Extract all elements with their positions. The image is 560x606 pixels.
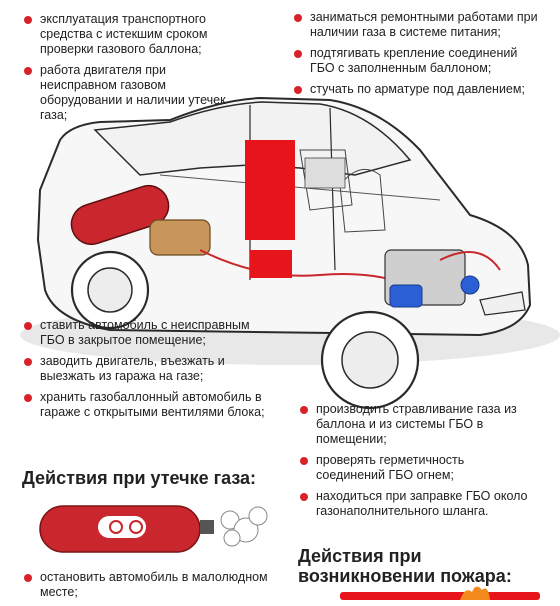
bullet-icon	[24, 67, 32, 75]
fire-title-line1: Действия при	[298, 546, 422, 566]
bullet-icon	[24, 322, 32, 330]
bullet-icon	[24, 358, 32, 366]
fire-section-title: Действия при возникновении пожара:	[298, 546, 512, 586]
list-item: эксплуатация транспортного средства с ис…	[20, 12, 230, 57]
list-item: находиться при заправке ГБО около газона…	[296, 489, 536, 519]
bullet-icon	[24, 16, 32, 24]
warnings-top-right: заниматься ремонтными работами при налич…	[290, 10, 540, 103]
list-item: проверять герметичность соединений ГБО о…	[296, 453, 536, 483]
bullet-icon	[300, 493, 308, 501]
bullet-icon	[294, 50, 302, 58]
leak-section-title: Действия при утечке газа:	[22, 468, 257, 488]
leak-actions: остановить автомобиль в малолюдном месте…	[20, 570, 270, 606]
flame-icon	[340, 586, 540, 600]
warnings-top-left: эксплуатация транспортного средства с ис…	[20, 12, 230, 129]
warnings-mid-left: ставить автомобиль с неисправным ГБО в з…	[20, 318, 270, 426]
bullet-icon	[24, 394, 32, 402]
list-item: заниматься ремонтными работами при налич…	[290, 10, 540, 40]
list-item: заводить двигатель, въезжать и выезжать …	[20, 354, 270, 384]
list-item: ставить автомобиль с неисправным ГБО в з…	[20, 318, 270, 348]
bullet-icon	[294, 86, 302, 94]
list-item: остановить автомобиль в малолюдном месте…	[20, 570, 270, 600]
warnings-mid-right: производить стравливание газа из баллона…	[296, 402, 536, 525]
list-item: хранить газобаллонный автомобиль в гараж…	[20, 390, 270, 420]
list-item: стучать по арматуре под давлением;	[290, 82, 540, 97]
gas-cylinder-icon	[39, 505, 268, 553]
list-item: работа двигателя при неисправном газовом…	[20, 63, 230, 123]
list-item: подтягивать крепление соединений ГБО с з…	[290, 46, 540, 76]
bullet-icon	[294, 14, 302, 22]
bullet-icon	[24, 574, 32, 582]
bullet-icon	[300, 457, 308, 465]
fire-title-line2: возникновении пожара:	[298, 566, 512, 586]
list-item: производить стравливание газа из баллона…	[296, 402, 536, 447]
bullet-icon	[300, 406, 308, 414]
